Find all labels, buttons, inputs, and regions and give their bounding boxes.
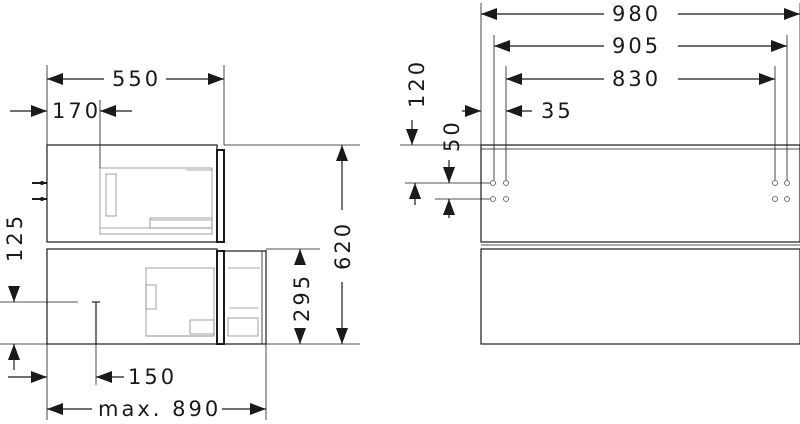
dim-150-label: 150 bbox=[128, 365, 177, 389]
wall-mount-brackets bbox=[32, 181, 47, 201]
dim-125-label: 125 bbox=[3, 213, 27, 262]
lower-drawer-side bbox=[46, 248, 218, 345]
upper-drawer-side bbox=[46, 144, 218, 243]
dim-35-label: 35 bbox=[541, 99, 574, 123]
side-view bbox=[32, 144, 267, 345]
dim-620-label: 620 bbox=[331, 221, 355, 270]
lower-front-panel bbox=[216, 250, 225, 345]
front-top-drawer bbox=[480, 144, 800, 243]
side-dimensions bbox=[0, 65, 360, 420]
upper-front-panel bbox=[216, 149, 225, 243]
dim-170-label: 170 bbox=[52, 99, 101, 123]
front-dimensions bbox=[400, 3, 800, 218]
dim-120-label: 120 bbox=[405, 59, 429, 108]
dim-980-label: 980 bbox=[612, 2, 661, 26]
dim-50-label: 50 bbox=[440, 119, 464, 152]
dim-295-label: 295 bbox=[290, 273, 314, 322]
front-bottom-drawer bbox=[480, 248, 800, 345]
front-view bbox=[480, 144, 800, 345]
dim-max890-label: max. 890 bbox=[98, 397, 221, 421]
lower-drawer-insert bbox=[145, 267, 260, 337]
dim-550-label: 550 bbox=[112, 67, 161, 91]
mounting-holes bbox=[490, 180, 790, 202]
upper-drawer-insert bbox=[99, 167, 213, 235]
dim-830-label: 830 bbox=[612, 67, 661, 91]
dim-905-label: 905 bbox=[612, 34, 661, 58]
open-drawer-front bbox=[223, 250, 267, 345]
